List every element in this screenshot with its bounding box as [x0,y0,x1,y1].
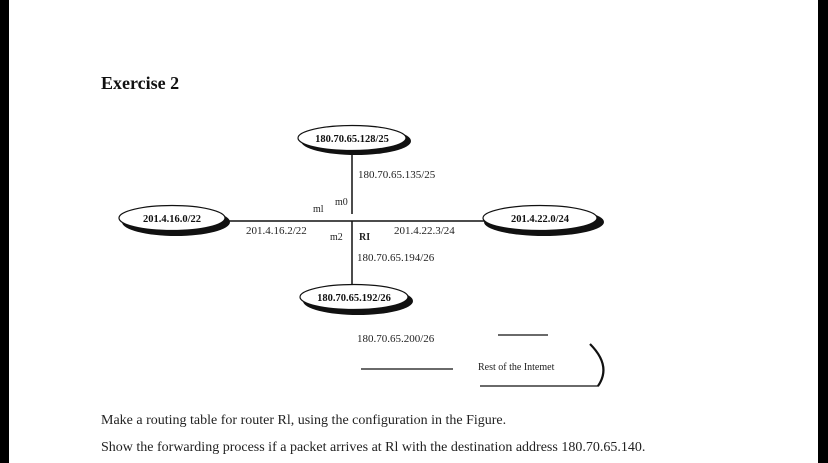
network-top: 180.70.65.128/25 [297,124,411,155]
address-default-router: 180.70.65.200/26 [357,333,435,345]
network-right-label: 201.4.22.0/24 [511,214,570,225]
network-left: 201.4.16.0/22 [118,204,230,236]
interface-m1-label: ml [313,204,324,215]
interface-m0-label: m0 [335,197,348,208]
network-left-label: 201.4.16.0/22 [143,214,201,225]
router-label: RI [359,232,370,243]
address-top-iface: 180.70.65.135/25 [358,169,436,181]
internet-label: Rest of the Intemet [478,362,555,373]
interface-m2-label: m2 [330,232,343,243]
network-top-label: 180.70.65.128/25 [315,134,389,145]
address-left-iface: 201.4.16.2/22 [246,225,307,237]
network-right: 201.4.22.0/24 [482,204,604,236]
instruction-forwarding: Show the forwarding process if a packet … [101,440,646,455]
exercise-title: Exercise 2 [101,73,180,93]
address-bottom-iface: 180.70.65.194/26 [357,252,435,264]
address-right-iface: 201.4.22.3/24 [394,225,455,237]
network-bottom: 180.70.65.192/26 [299,283,413,315]
network-bottom-label: 180.70.65.192/26 [317,293,391,304]
instruction-routing-table: Make a routing table for router Rl, usin… [101,413,507,428]
internet-cloud: Rest of the Intemet [361,334,605,387]
